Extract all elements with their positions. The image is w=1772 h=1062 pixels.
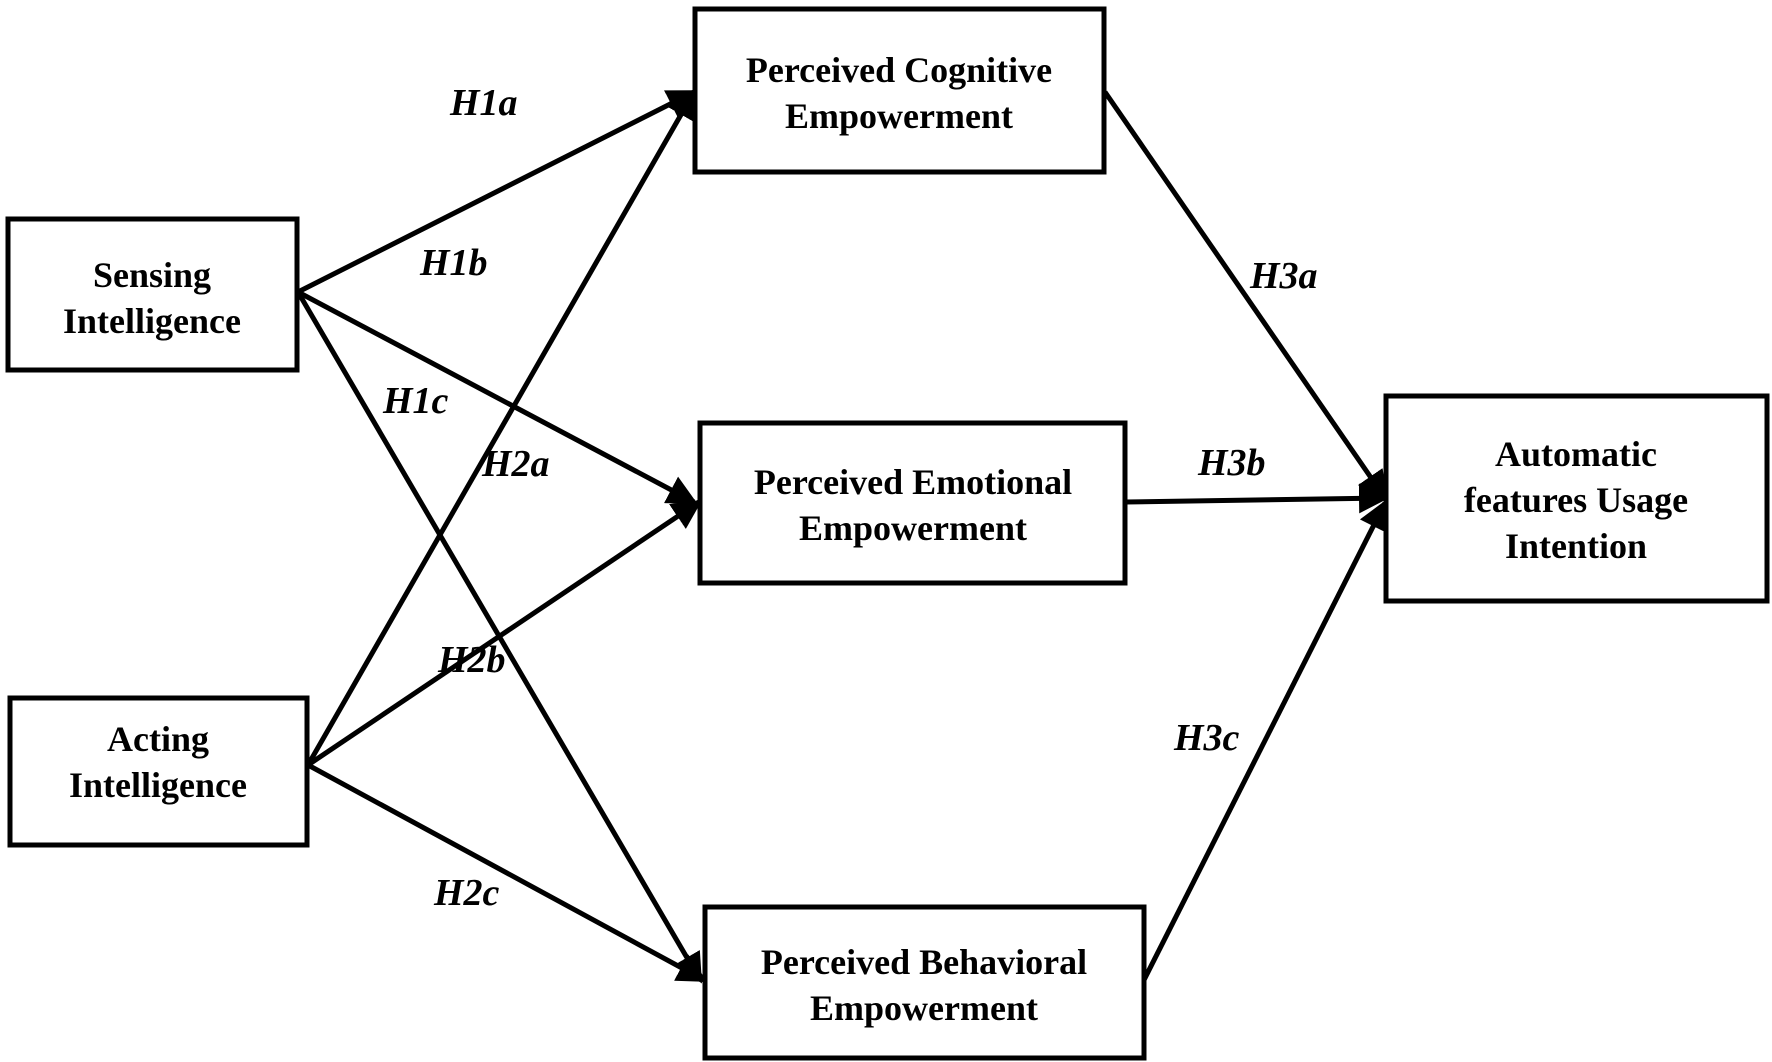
svg-text:Intelligence: Intelligence — [69, 765, 247, 805]
behavioral-label-line-1: Perceived Behavioral — [761, 942, 1087, 982]
hypothesis-label-h1b: H1b — [419, 242, 488, 284]
arrow-cognitive-to-usage — [1102, 90, 1388, 502]
svg-text:Acting: Acting — [107, 719, 209, 759]
svg-text:Intelligence: Intelligence — [63, 301, 241, 341]
arrow-acting-to-emotional — [306, 499, 703, 768]
arrow-acting-to-behavioral — [306, 762, 708, 983]
svg-text:Perceived Behavioral: Perceived Behavioral — [761, 942, 1087, 982]
svg-text:Perceived Cognitive: Perceived Cognitive — [746, 50, 1052, 90]
svg-text:Sensing: Sensing — [93, 255, 211, 295]
arrow-emotional-to-usage — [1125, 483, 1389, 514]
hypothesis-label-h2c: H2c — [433, 872, 500, 914]
hypothesis-label-h3a: H3a — [1249, 255, 1318, 297]
cognitive-label-line-1: Perceived Cognitive — [746, 50, 1052, 90]
cognitive-label-line-2: Empowerment — [785, 96, 1013, 136]
arrow-behavioral-to-usage — [1141, 499, 1388, 982]
arrow-acting-to-cognitive — [305, 88, 697, 767]
svg-text:Empowerment: Empowerment — [785, 96, 1013, 136]
svg-text:Perceived Emotional: Perceived Emotional — [754, 462, 1072, 502]
svg-text:Intention: Intention — [1505, 526, 1647, 566]
emotional-label-line-2: Empowerment — [799, 508, 1027, 548]
hypothesis-label-h2a: H2a — [481, 443, 550, 485]
usage-label-line-2: features Usage — [1464, 480, 1688, 520]
svg-text:Empowerment: Empowerment — [799, 508, 1027, 548]
usage-label-line-3: Intention — [1505, 526, 1647, 566]
svg-text:Automatic: Automatic — [1495, 434, 1657, 474]
perceived-cognitive-empowerment-box: Perceived Cognitive Empowerment — [692, 6, 1107, 175]
automatic-features-usage-intention-box: Automatic features Usage Intention — [1383, 393, 1770, 604]
perceived-behavioral-empowerment-box: Perceived Behavioral Empowerment — [702, 904, 1147, 1061]
path-arrows — [295, 88, 1389, 984]
arrow-sensing-to-emotional — [296, 289, 698, 505]
usage-label-line-1: Automatic — [1495, 434, 1657, 474]
emotional-label-line-1: Perceived Emotional — [754, 462, 1072, 502]
arrow-sensing-to-cognitive — [296, 89, 698, 295]
sensing-label-line-2: Intelligence — [63, 301, 241, 341]
acting-label-line-1: Acting — [107, 719, 209, 759]
hypothesis-label-h3c: H3c — [1173, 717, 1240, 759]
sensing-label-line-1: Sensing — [93, 255, 211, 295]
hypothesis-label-h1a: H1a — [449, 82, 518, 124]
hypothesis-label-h2b: H2b — [437, 639, 506, 681]
svg-text:features Usage: features Usage — [1464, 480, 1688, 520]
sensing-intelligence-box: Sensing Intelligence — [5, 216, 300, 373]
behavioral-label-line-2: Empowerment — [810, 988, 1038, 1028]
hypothesis-labels: H1a H1b H1c H2a H2b H2c H3a H3b H3c — [382, 82, 1318, 914]
hypothesis-label-h1c: H1c — [382, 380, 449, 422]
hypothesis-label-h3b: H3b — [1197, 442, 1266, 484]
perceived-emotional-empowerment-box: Perceived Emotional Empowerment — [697, 420, 1128, 586]
svg-text:Empowerment: Empowerment — [810, 988, 1038, 1028]
acting-label-line-2: Intelligence — [69, 765, 247, 805]
acting-intelligence-box: Acting Intelligence — [7, 695, 310, 848]
